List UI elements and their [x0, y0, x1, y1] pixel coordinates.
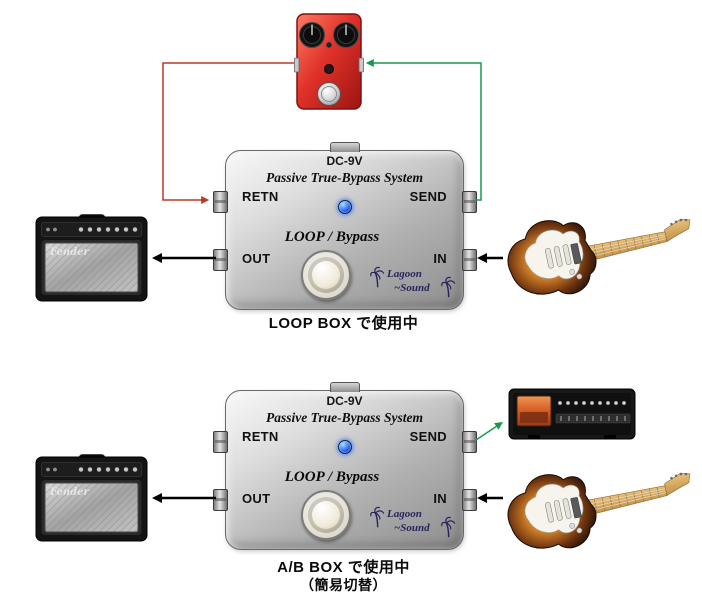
in-label: IN	[433, 251, 447, 266]
amp-image-top	[35, 214, 148, 302]
footswitch	[301, 250, 351, 300]
power-label: DC-9V	[326, 394, 363, 408]
amp-head-image	[508, 388, 636, 440]
caption-bottom-line1: A/B BOX で使用中	[277, 559, 410, 576]
footswitch	[301, 490, 351, 540]
status-led	[338, 440, 352, 454]
brand-logo: Lagoon ~Sound	[370, 505, 462, 547]
switch-label: LOOP / Bypass	[284, 229, 380, 245]
out-jack	[212, 249, 228, 271]
retn-label: RETN	[242, 189, 279, 204]
power-label: DC-9V	[326, 154, 363, 168]
caption-bottom-line2: （簡易切替）	[300, 577, 387, 593]
status-led	[338, 200, 352, 214]
loopbox-title: Passive True-Bypass System	[266, 410, 423, 425]
dc-power-connector	[329, 382, 360, 392]
brand-line1: Lagoon	[387, 268, 422, 280]
loop-box-top: DC-9V Passive True-Bypass System RETN SE…	[212, 142, 477, 310]
palm-tree-icon	[370, 505, 387, 528]
send-label: SEND	[409, 189, 447, 204]
guitar-image-bottom	[502, 452, 698, 557]
effects-pedal-image	[294, 12, 364, 112]
in-jack	[461, 489, 477, 511]
retn-jack	[212, 431, 228, 453]
brand-line2: ~Sound	[394, 282, 430, 294]
send-label: SEND	[409, 429, 447, 444]
out-jack	[212, 489, 228, 511]
brand-line2: ~Sound	[394, 522, 430, 534]
switch-label: LOOP / Bypass	[284, 469, 380, 485]
out-label: OUT	[242, 491, 271, 506]
out-label: OUT	[242, 251, 271, 266]
in-jack	[461, 249, 477, 271]
send-jack	[461, 431, 477, 453]
brand-logo: Lagoon ~Sound	[370, 265, 462, 307]
retn-label: RETN	[242, 429, 279, 444]
palm-tree-icon	[441, 515, 458, 538]
send-jack	[461, 191, 477, 213]
brand-line1: Lagoon	[387, 508, 422, 520]
palm-tree-icon	[370, 265, 387, 288]
amp-image-bottom	[35, 454, 148, 542]
loop-box-bottom: DC-9V Passive True-Bypass System RETN SE…	[212, 382, 477, 550]
guitar-image-top	[502, 198, 698, 303]
caption-top: LOOP BOX で使用中	[268, 315, 419, 332]
wire-send-to-amphead	[475, 422, 503, 441]
palm-tree-icon	[441, 275, 458, 298]
dc-power-connector	[329, 142, 360, 152]
retn-jack	[212, 191, 228, 213]
loopbox-title: Passive True-Bypass System	[266, 170, 423, 185]
in-label: IN	[433, 491, 447, 506]
